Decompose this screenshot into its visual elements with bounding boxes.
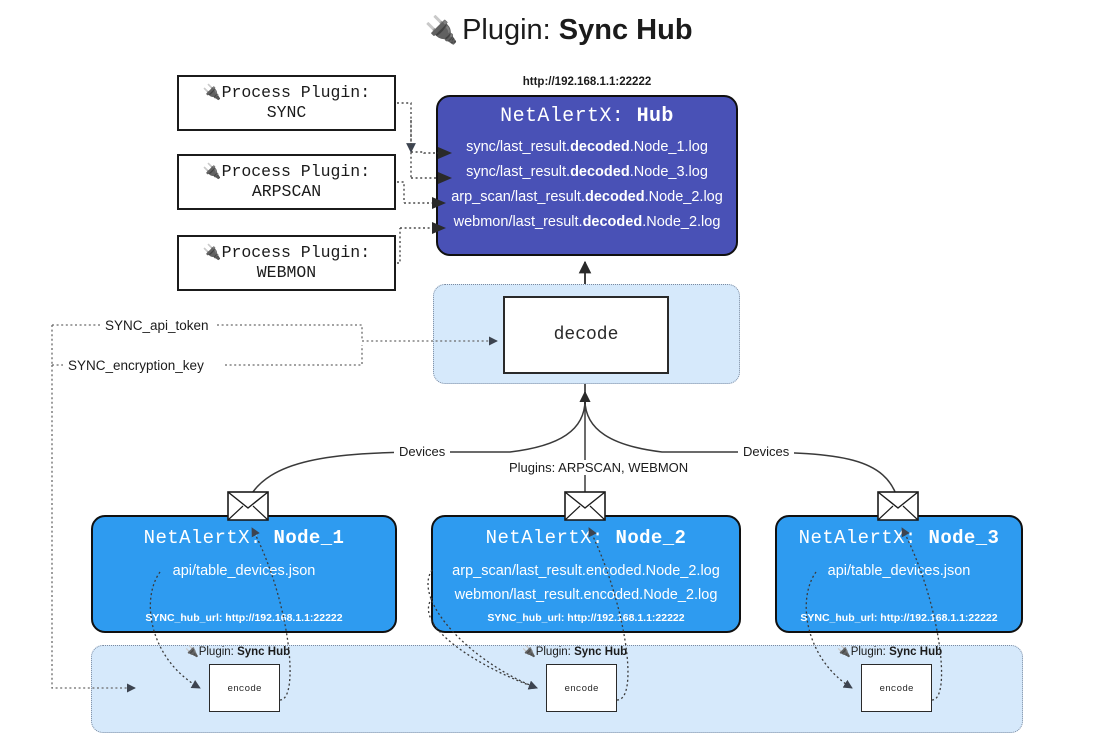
plug-icon: 🔌	[424, 15, 459, 45]
sync-api-token-label: SYNC_api_token	[100, 318, 214, 333]
node-2[interactable]: NetAlertX: Node_2 arp_scan/last_result.e…	[431, 515, 741, 633]
hub-title: NetAlertX: Hub	[438, 105, 736, 128]
node-3[interactable]: NetAlertX: Node_3 api/table_devices.json…	[775, 515, 1023, 633]
hub-title-name: Hub	[636, 105, 674, 128]
page-title: 🔌Plugin: Sync Hub	[0, 14, 1117, 47]
process-plugin-label: Process Plugin:	[221, 242, 371, 262]
process-plugin-arpscan[interactable]: 🔌Process Plugin: ARPSCAN	[177, 154, 396, 210]
node-line: api/table_devices.json	[827, 563, 971, 579]
encode-box-node-1[interactable]: encode	[209, 664, 280, 712]
plug-icon: 🔌	[202, 242, 222, 261]
node-hub-url: SYNC_hub_url: http://192.168.1.1:22222	[800, 612, 998, 624]
hub-log-line: sync/last_result.decoded.Node_3.log	[466, 163, 708, 180]
node-line: api/table_devices.json	[172, 563, 316, 579]
node-lines: arp_scan/last_result.encoded.Node_2.log …	[433, 559, 739, 608]
hub-url-label: http://192.168.1.1:22222	[522, 76, 652, 88]
node-lines: api/table_devices.json	[777, 559, 1021, 583]
process-plugin-value: SYNC	[266, 103, 307, 122]
node-1[interactable]: NetAlertX: Node_1 api/table_devices.json…	[91, 515, 397, 633]
process-plugin-label: Process Plugin:	[221, 82, 371, 102]
node-title: NetAlertX: Node_1	[143, 527, 345, 549]
plugin-tag-node-1: 🔌Plugin: Sync Hub	[185, 646, 291, 658]
node-hub-url: SYNC_hub_url: http://192.168.1.1:22222	[487, 612, 685, 624]
process-plugin-sync[interactable]: 🔌Process Plugin: SYNC	[177, 75, 396, 131]
plugin-tag-node-2: 🔌Plugin: Sync Hub	[522, 646, 628, 658]
page-title-prefix: Plugin:	[462, 14, 551, 46]
hub-log-line: sync/last_result.decoded.Node_1.log	[466, 139, 708, 155]
plug-icon: 🔌	[837, 646, 851, 658]
plug-icon: 🔌	[522, 646, 536, 658]
node-hub-url: SYNC_hub_url: http://192.168.1.1:22222	[145, 612, 343, 624]
hub-title-prefix: NetAlertX:	[500, 105, 625, 128]
encode-box-node-3[interactable]: encode	[861, 664, 932, 712]
hub-log-line: webmon/last_result.decoded.Node_2.log	[453, 213, 721, 230]
node-title: NetAlertX: Node_2	[485, 527, 687, 549]
edge-label-plugins: Plugins: ARPSCAN, WEBMON	[504, 460, 694, 475]
process-plugin-value: WEBMON	[256, 263, 317, 282]
edge-label-devices-left: Devices	[394, 444, 451, 459]
plug-icon: 🔌	[185, 646, 199, 658]
hub-node[interactable]: NetAlertX: Hub sync/last_result.decoded.…	[436, 95, 738, 256]
plug-icon: 🔌	[202, 82, 222, 101]
process-plugin-label: Process Plugin:	[221, 161, 371, 181]
node-line: webmon/last_result.encoded.Node_2.log	[454, 587, 718, 604]
plugin-tag-node-3: 🔌Plugin: Sync Hub	[837, 646, 943, 658]
edge-label-devices-right: Devices	[738, 444, 795, 459]
page-title-name: Sync Hub	[558, 14, 693, 46]
encode-box-node-2[interactable]: encode	[546, 664, 617, 712]
decode-box[interactable]: decode	[503, 296, 669, 374]
node-lines: api/table_devices.json	[93, 559, 395, 583]
node-title: NetAlertX: Node_3	[798, 527, 1000, 549]
process-plugin-webmon[interactable]: 🔌Process Plugin: WEBMON	[177, 235, 396, 291]
sync-encryption-key-label: SYNC_encryption_key	[63, 358, 209, 373]
plug-icon: 🔌	[202, 161, 222, 180]
hub-log-line: arp_scan/last_result.decoded.Node_2.log	[451, 188, 723, 205]
node-line: arp_scan/last_result.encoded.Node_2.log	[452, 563, 720, 579]
process-plugin-value: ARPSCAN	[251, 182, 322, 201]
